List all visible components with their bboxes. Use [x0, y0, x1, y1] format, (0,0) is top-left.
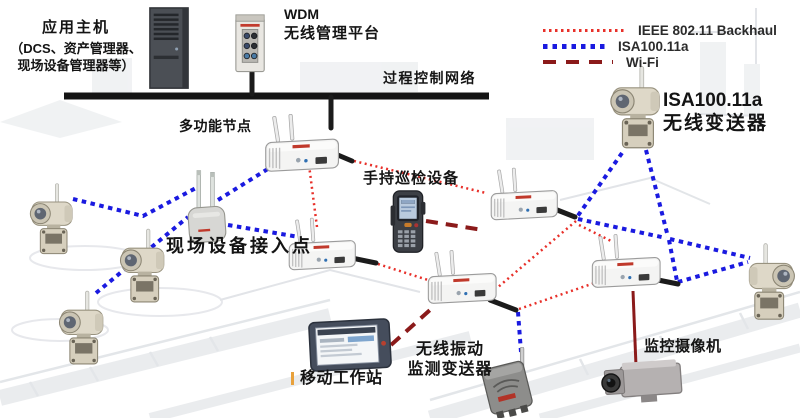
isa-transmitter-top-icon	[610, 65, 660, 149]
server-tower-icon	[149, 7, 189, 89]
app-host-title: 应用主机	[41, 19, 110, 36]
mobile-workstation-icon	[307, 317, 393, 373]
legend-label-wifi: Wi-Fi	[626, 54, 659, 70]
link-n4-vibration	[516, 311, 523, 353]
legend: IEEE 802.11 Backhaul ISA100.11a Wi-Fi	[543, 22, 777, 70]
handheld-terminal-icon	[389, 190, 427, 253]
legend-swatch-wifi	[543, 60, 613, 64]
link-n3-a	[577, 217, 667, 240]
app-host-subtitle-2: 现场设备管理器等）	[17, 58, 135, 74]
legend-row-isa: ISA100.11a	[543, 38, 777, 54]
link-n1-n2	[307, 164, 319, 228]
field-access-point-icon	[186, 169, 228, 244]
legend-swatch-isa	[543, 43, 605, 49]
link-n3-n4	[496, 220, 577, 289]
camera-label: 监控摄像机	[644, 338, 722, 355]
link-a-n5	[667, 239, 679, 282]
mobile-workstation-label: 移动工作站	[300, 370, 383, 387]
wdm-subtitle: 无线管理平台	[284, 25, 381, 43]
handheld-device-label: 手持巡检设备	[363, 170, 460, 187]
isa100-links	[72, 149, 751, 353]
link-isat-n3	[575, 151, 624, 219]
node-4-icon	[427, 249, 497, 305]
link-n5-tright	[677, 260, 749, 284]
isa-transmitter-label-1: ISA100.11a	[663, 90, 763, 111]
process-network-label: 过程控制网络	[383, 70, 476, 86]
wdm-gateway-icon	[235, 14, 265, 73]
link-t1-ap	[72, 186, 197, 219]
wifi-links	[389, 219, 638, 367]
backhaul-links	[307, 159, 612, 311]
legend-row-wifi: Wi-Fi	[543, 54, 777, 70]
link-ap-n1	[216, 165, 273, 202]
link-a-tright	[669, 237, 751, 260]
wdm-label-block: WDM 无线管理平台	[284, 6, 380, 42]
vibration-label-1: 无线振动	[415, 341, 484, 358]
link-tablet-n4	[389, 308, 432, 347]
field-access-point-label: 现场设备接入点	[166, 236, 313, 256]
multifunction-node-icon	[265, 114, 340, 173]
link-ap-n2	[227, 223, 300, 239]
vibration-label-2: 监测变送器	[407, 361, 493, 379]
transmitter-left-1-icon	[29, 183, 73, 255]
legend-label-backhaul: IEEE 802.11 Backhaul	[638, 22, 777, 38]
wdm-title: WDM	[284, 6, 319, 22]
link-handheld-n3	[425, 219, 484, 232]
isa-transmitter-label-block: ISA100.11a 无线变送器	[663, 90, 768, 135]
orange-tick-mark	[291, 372, 294, 385]
link-t3-ap	[94, 215, 190, 295]
transmitter-left-3-icon	[58, 290, 104, 365]
isa-transmitter-label-2: 无线变送器	[663, 112, 769, 134]
node-5-icon	[591, 233, 661, 289]
n4-cable	[487, 297, 519, 313]
app-host-subtitle-1: （DCS、资产管理器、	[10, 41, 142, 57]
link-n1-n3	[353, 159, 487, 195]
link-n5-camera	[631, 290, 638, 367]
legend-swatch-backhaul	[543, 28, 625, 32]
legend-row-backhaul: IEEE 802.11 Backhaul	[543, 22, 777, 38]
app-host-label-block: 应用主机 （DCS、资产管理器、 现场设备管理器等）	[0, 19, 152, 74]
node-3-icon	[490, 167, 558, 221]
link-n2-n4	[377, 262, 432, 283]
link-n3-n5	[578, 223, 612, 243]
legend-label-isa: ISA100.11a	[618, 38, 689, 54]
link-isat-a	[644, 149, 670, 238]
multifunction-node-label: 多功能节点	[179, 118, 252, 134]
vibration-label-block: 无线振动 监测变送器	[395, 341, 505, 380]
